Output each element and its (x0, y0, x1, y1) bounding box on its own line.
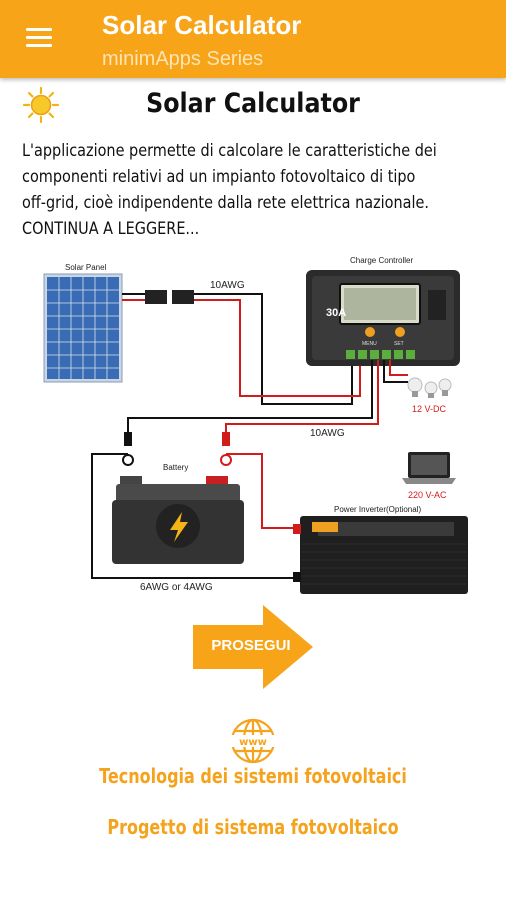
intro-line: componenti relativi ad un impianto fotov… (22, 167, 416, 186)
intro-text: L'applicazione permette di calcolare le … (22, 138, 477, 242)
wire-label-top: 10AWG (210, 280, 245, 291)
battery-image (112, 476, 244, 564)
hamburger-menu-icon[interactable] (18, 22, 62, 56)
svg-text:MENU: MENU (362, 341, 377, 347)
solar-system-diagram: Solar Panel 10AWG Charge Controller 30A (43, 256, 468, 594)
load-voltage-label: 12 V-DC (412, 404, 447, 414)
svg-text:www: www (239, 737, 267, 748)
intro-line: L'applicazione permette di calcolare le … (22, 141, 437, 160)
app-bar: Solar Calculator minimApps Series (0, 0, 506, 78)
laptop-icon (402, 452, 456, 484)
svg-text:30A: 30A (326, 307, 346, 319)
link-photovoltaic-project[interactable]: Progetto di sistema fotovoltaico (107, 815, 399, 839)
charge-controller-image: 30A MENU SET (306, 270, 460, 366)
proceed-label: PROSEGUI (211, 637, 291, 654)
inverter-label: Power Inverter(Optional) (334, 505, 421, 514)
power-inverter-image (293, 516, 468, 594)
www-globe-icon[interactable]: www (228, 716, 278, 766)
wire-label-middle: 10AWG (310, 428, 345, 439)
battery-label: Battery (163, 463, 188, 472)
lightbulb-icon (407, 377, 452, 398)
read-more-link[interactable]: CONTINUA A LEGGERE... (22, 219, 200, 238)
ac-voltage-label: 220 V-AC (408, 490, 447, 500)
proceed-button[interactable]: PROSEGUI (193, 605, 315, 689)
app-subtitle: minimApps Series (102, 48, 264, 70)
charge-controller-label: Charge Controller (350, 256, 413, 265)
page-title: Solar Calculator (146, 88, 360, 119)
sun-icon (22, 86, 60, 124)
svg-text:SET: SET (394, 341, 404, 347)
link-photovoltaic-technology[interactable]: Tecnologia dei sistemi fotovoltaici (99, 764, 407, 788)
intro-line: off-grid, cioè indipendente dalla rete e… (22, 193, 429, 212)
wire-label-bottom: 6AWG or 4AWG (140, 582, 213, 593)
solar-panel-image (43, 273, 123, 383)
app-title: Solar Calculator (102, 10, 302, 40)
solar-panel-label: Solar Panel (65, 263, 107, 272)
